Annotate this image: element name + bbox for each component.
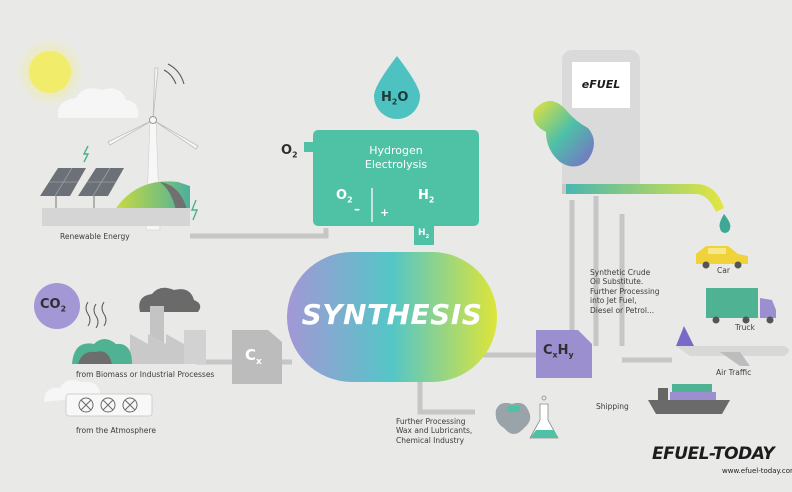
label-further-processing: Further Processing Wax and Lubricants, C… <box>396 417 473 445</box>
label-biomass: from Biomass or Industrial Processes <box>76 370 215 379</box>
co2-circle <box>34 283 80 329</box>
pump-logo: eFUEL <box>581 78 621 91</box>
electrolysis-h2: H2 <box>418 188 435 205</box>
brand-url: www.efuel-today.com <box>722 467 792 475</box>
cx-label: Cx <box>245 346 262 367</box>
synthesis-label: SYNTHESIS <box>301 298 483 331</box>
electrolysis-unit <box>304 130 479 245</box>
electrolysis-plus: + <box>380 206 390 219</box>
synthesis-tank <box>287 252 497 382</box>
cloud-icon <box>57 88 139 118</box>
chemistry-icon <box>495 395 559 439</box>
water-drop-icon <box>374 56 420 119</box>
cx-block <box>232 330 282 384</box>
label-synthetic-crude: Synthetic Crude Oil Substitute. Further … <box>590 268 660 315</box>
truck-icon <box>706 288 776 324</box>
factory-icon <box>130 287 206 364</box>
brand-logo: EFUEL-TODAY <box>652 444 775 464</box>
biomass-icon <box>72 301 132 364</box>
label-car: Car <box>717 266 730 275</box>
label-shipping: Shipping <box>596 402 629 411</box>
o2-output-label: O2 <box>281 143 298 160</box>
h2o-label: H2O <box>381 90 409 107</box>
energy-hill-icon <box>42 181 199 226</box>
label-renewable-energy: Renewable Energy <box>60 232 130 241</box>
electrolysis-minus: – <box>354 202 360 216</box>
airplane-icon <box>676 326 789 366</box>
ship-icon <box>648 384 730 414</box>
electrolysis-title: Hydrogen Electrolysis <box>364 144 428 171</box>
label-atmosphere: from the Atmosphere <box>76 426 156 435</box>
electrolysis-o2: O2 <box>336 188 353 205</box>
sun-icon <box>16 38 84 106</box>
label-air-traffic: Air Traffic <box>716 368 752 377</box>
fuel-pump-icon <box>533 50 731 346</box>
air-capture-icon <box>44 380 153 417</box>
cxhy-label: CxHy <box>543 343 574 360</box>
cxhy-block <box>536 330 592 378</box>
label-truck: Truck <box>735 323 755 332</box>
electrolysis-outlet-h2: H2 <box>418 228 430 240</box>
co2-label: CO2 <box>40 297 67 314</box>
car-icon <box>696 246 748 269</box>
